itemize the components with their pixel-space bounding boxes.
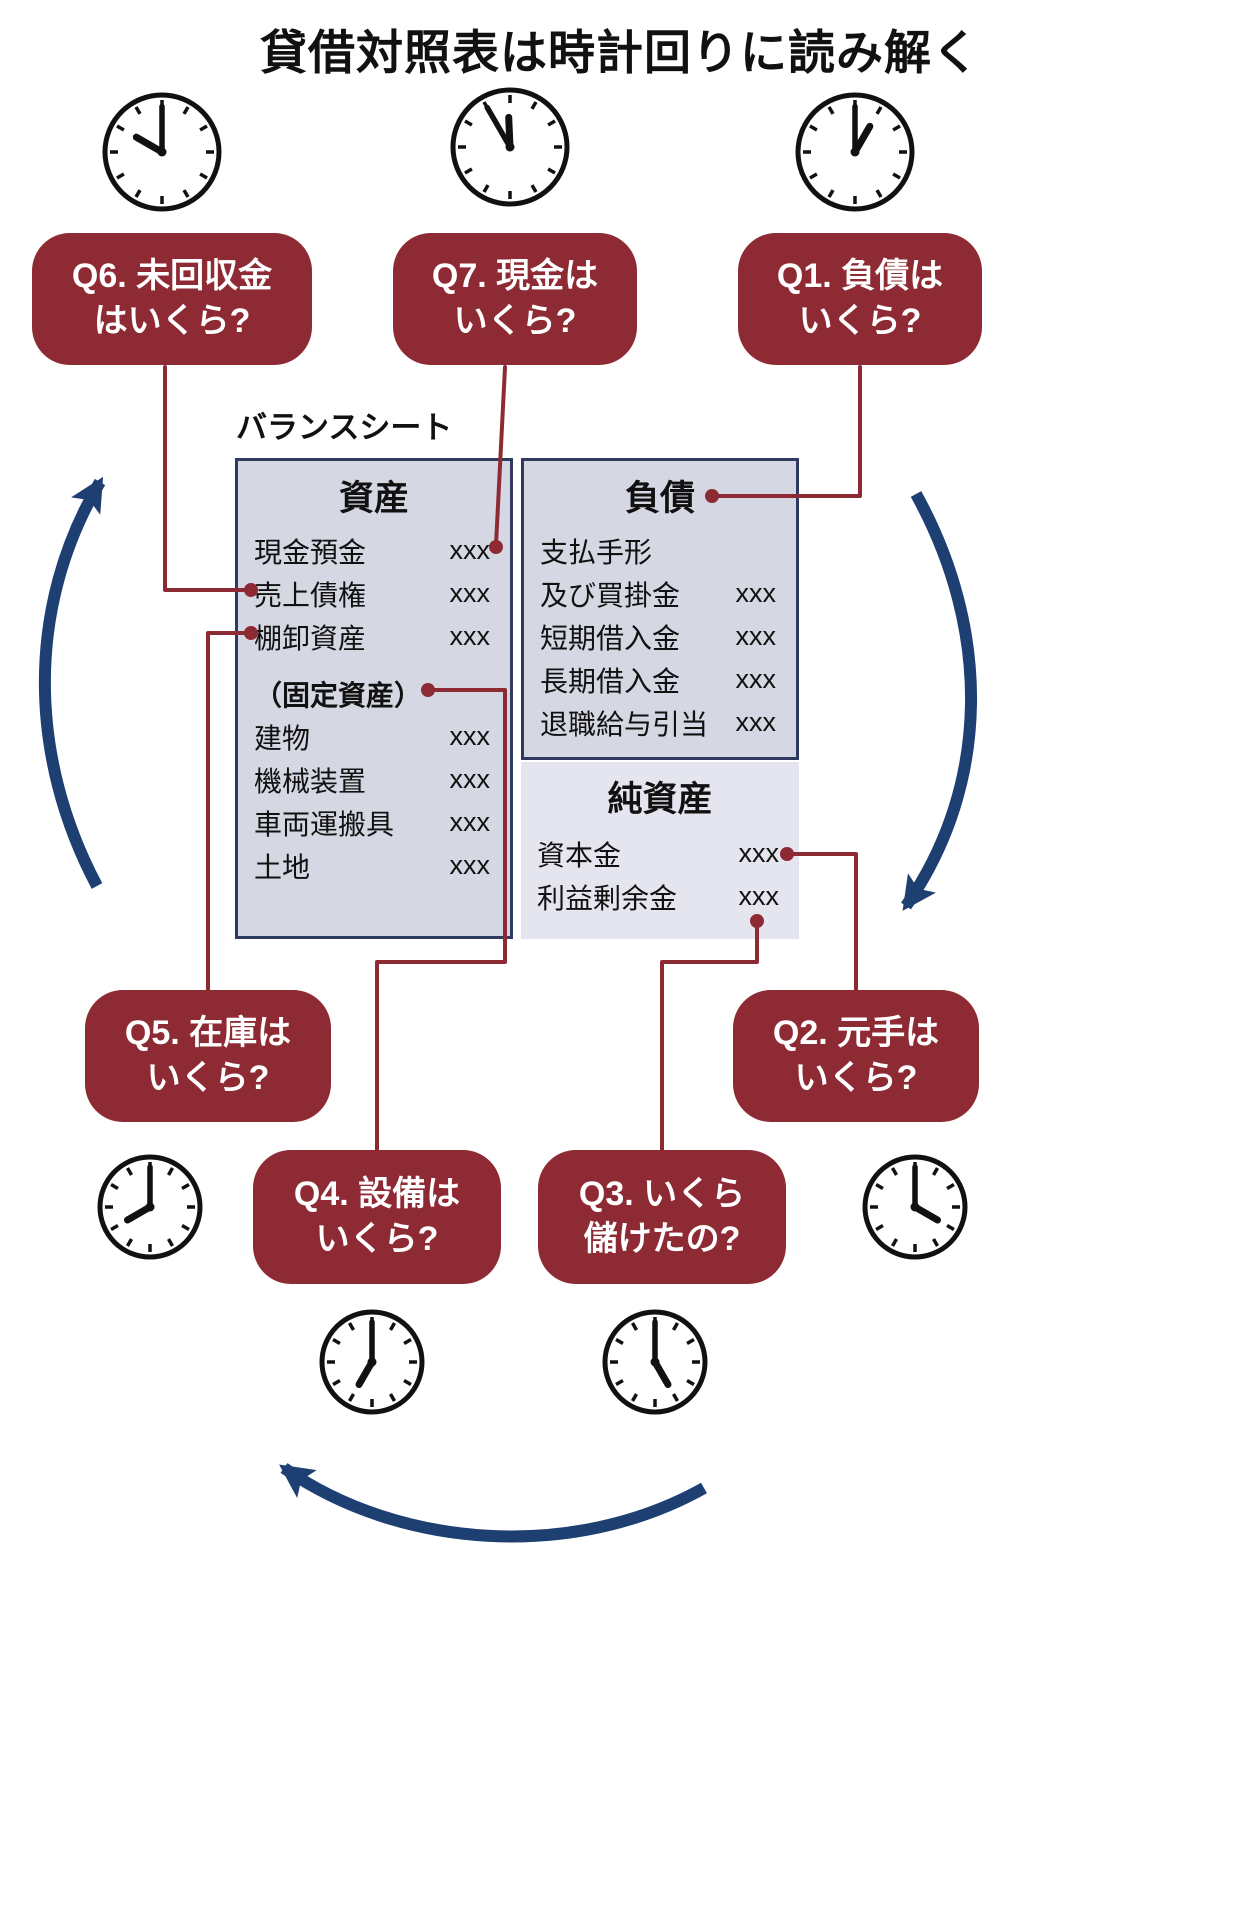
clock-icon-5-00	[602, 1309, 708, 1415]
item-name: 土地	[254, 851, 311, 883]
item-name: 機械装置	[254, 765, 367, 797]
asset-row: 土地 xxx	[238, 844, 510, 887]
item-name: 利益剰余金	[537, 882, 678, 914]
item-name: 車両運搬具	[254, 808, 395, 840]
clock-icon-10-00	[102, 92, 222, 212]
question-bubble-q1: Q1. 負債は いくら?	[738, 233, 982, 365]
question-text: Q5. 在庫は	[124, 1014, 292, 1053]
item-value: xxx	[735, 664, 777, 694]
item-value: xxx	[449, 850, 491, 880]
question-bubble-q3: Q3. いくら 儲けたの?	[538, 1150, 786, 1284]
net-assets-header: 純資産	[607, 780, 713, 819]
item-name: 現金預金	[254, 536, 367, 568]
clock-icon-4-00	[862, 1154, 968, 1260]
question-bubble-q6: Q6. 未回収金 はいくら?	[32, 233, 312, 365]
item-value: xxx	[735, 621, 777, 651]
liability-row: 長期借入金 xxx	[524, 658, 796, 701]
item-name: 棚卸資産	[254, 622, 367, 654]
page-title: 貸借対照表は時計回りに読み解く	[260, 26, 980, 79]
question-bubble-q2: Q2. 元手は いくら?	[733, 990, 979, 1122]
asset-row: 棚卸資産 xxx	[238, 615, 510, 658]
item-name: 短期借入金	[540, 622, 681, 654]
liability-row: 支払手形	[524, 529, 796, 572]
question-text: Q2. 元手は	[772, 1014, 940, 1053]
item-name: 売上債権	[254, 579, 367, 611]
item-value: xxx	[738, 881, 780, 911]
liability-row: 短期借入金 xxx	[524, 615, 796, 658]
clock-icon-11-55	[450, 87, 570, 207]
question-text: いくら?	[453, 302, 577, 340]
item-name: 退職給与引当	[540, 708, 709, 740]
liability-row: 及び買掛金 xxx	[524, 572, 796, 615]
liability-row: 退職給与引当 xxx	[524, 701, 796, 744]
item-value: xxx	[735, 578, 777, 608]
asset-row: 現金預金 xxx	[238, 529, 510, 572]
asset-row: 車両運搬具 xxx	[238, 801, 510, 844]
item-name: 長期借入金	[540, 665, 681, 697]
question-text: いくら?	[794, 1059, 918, 1097]
item-value: xxx	[449, 807, 491, 837]
balance-sheet-label: バランスシート	[236, 410, 453, 445]
question-bubble-q4: Q4. 設備は いくら?	[253, 1150, 501, 1284]
assets-rows: 現金預金 xxx 売上債権 xxx 棚卸資産 xxx （固定資産） 建物 xxx…	[238, 529, 510, 887]
clock-icon-8-00	[97, 1154, 203, 1260]
liabilities-rows: 支払手形 及び買掛金 xxx 短期借入金 xxx 長期借入金 xxx 退職給与引…	[524, 529, 796, 744]
assets-header: 資産	[338, 479, 409, 518]
question-text: いくら?	[146, 1059, 270, 1097]
liabilities-panel: 負債 支払手形 及び買掛金 xxx 短期借入金 xxx 長期借入金 xxx 退職…	[521, 458, 799, 760]
clock-icon-7-00	[319, 1309, 425, 1415]
item-value: xxx	[449, 621, 491, 651]
net-assets-rows: 資本金 xxx 利益剰余金 xxx	[521, 832, 799, 918]
question-text: Q6. 未回収金	[71, 257, 273, 296]
question-text: 儲けたの?	[583, 1220, 741, 1258]
asset-row: 機械装置 xxx	[238, 758, 510, 801]
question-text: いくら?	[315, 1220, 439, 1258]
asset-row: 建物 xxx	[238, 715, 510, 758]
question-text: Q1. 負債は	[776, 257, 944, 296]
cycle-arrow-bottom	[279, 1463, 707, 1543]
item-value: xxx	[449, 535, 491, 565]
cycle-arrow-right	[901, 491, 977, 911]
clock-icon-1-00	[795, 92, 915, 212]
item-value: xxx	[449, 721, 491, 751]
net-asset-row: 利益剰余金 xxx	[521, 875, 799, 918]
question-text: Q7. 現金は	[431, 257, 599, 296]
item-value: xxx	[738, 838, 780, 868]
item-name: 及び買掛金	[540, 579, 681, 611]
question-text: いくら?	[798, 302, 922, 340]
item-name: 建物	[254, 722, 311, 754]
question-text: Q4. 設備は	[293, 1175, 461, 1214]
item-name: （固定資産）	[254, 679, 423, 711]
net-assets-panel: 純資産 資本金 xxx 利益剰余金 xxx	[521, 762, 799, 939]
assets-panel: 資産 現金預金 xxx 売上債権 xxx 棚卸資産 xxx （固定資産） 建物 …	[235, 458, 513, 939]
net-asset-row: 資本金 xxx	[521, 832, 799, 875]
item-value: xxx	[449, 764, 491, 794]
cycle-arrow-left	[38, 476, 106, 889]
item-name: 資本金	[537, 839, 622, 871]
question-bubble-q5: Q5. 在庫は いくら?	[85, 990, 331, 1122]
asset-row: 売上債権 xxx	[238, 572, 510, 615]
question-text: はいくら?	[93, 302, 251, 340]
item-value: xxx	[449, 578, 491, 608]
liabilities-header: 負債	[624, 479, 695, 518]
item-value: xxx	[735, 707, 777, 737]
question-bubble-q7: Q7. 現金は いくら?	[393, 233, 637, 365]
asset-row-fixed-assets-heading: （固定資産）	[238, 672, 510, 715]
question-text: Q3. いくら	[578, 1175, 746, 1214]
item-name: 支払手形	[540, 536, 653, 568]
